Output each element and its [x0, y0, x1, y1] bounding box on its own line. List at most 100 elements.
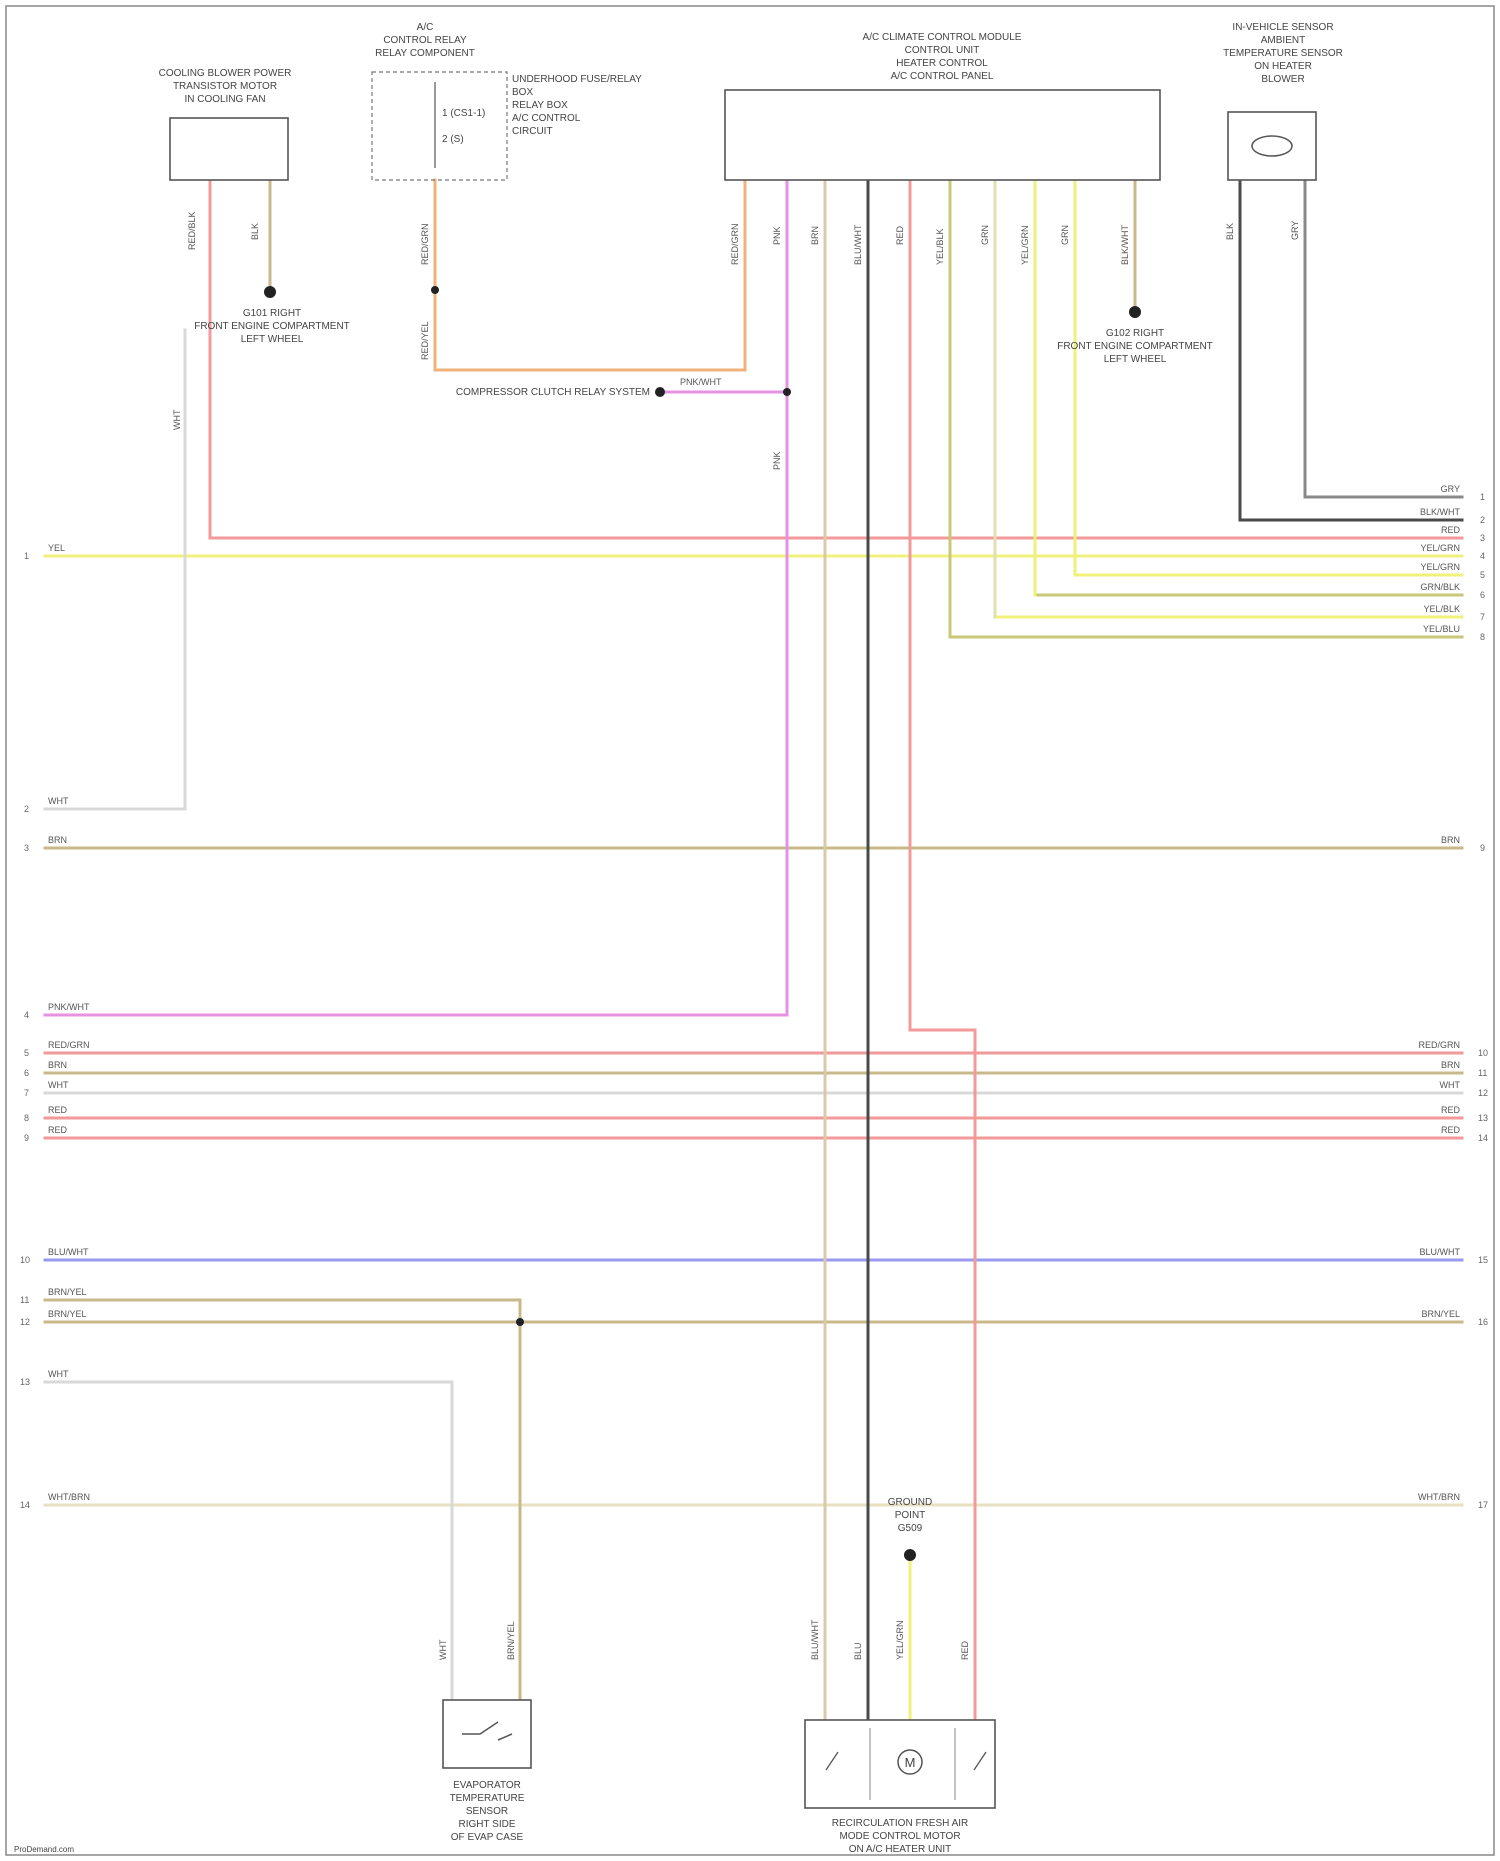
bus-right-label-17: BLU/WHT: [1420, 1247, 1461, 1257]
bus-left-label-4: YEL: [48, 543, 65, 553]
sensor-title-line: OF EVAP CASE: [451, 1832, 524, 1843]
junction-dot: [431, 286, 439, 294]
relay-title-line: RELAY COMPONENT: [375, 48, 475, 59]
bus-left-label-10: BRN: [48, 835, 67, 845]
wire-label: PNK: [772, 451, 782, 470]
wire-label: YEL/GRN: [895, 1620, 905, 1660]
left-pin-5: 5: [24, 1048, 29, 1058]
left-pin-9: 9: [24, 1133, 29, 1143]
splice-wire-tag: PNK/WHT: [680, 377, 722, 387]
right-pin-3: 3: [1480, 533, 1485, 543]
ground-dot: [1129, 306, 1141, 318]
sensor-title-line: EVAPORATOR: [453, 1780, 521, 1791]
right-pin-12: 12: [1478, 1088, 1488, 1098]
bus-lines: [45, 497, 1462, 1505]
junction-dots: [431, 286, 791, 1326]
pin-numbers: 1 2 3 4 5 6 7 8 9 10 11 12 13 14 1 2 3 4…: [20, 492, 1488, 1510]
wire-label: GRN: [1060, 225, 1070, 245]
left-pin-4: 4: [24, 1010, 29, 1020]
bus-left-label-14: WHT: [48, 1080, 69, 1090]
bus-left-label-15: RED: [48, 1105, 68, 1115]
relay-contact-label: 2 (S): [442, 134, 464, 145]
motor-title-line: MODE CONTROL MOTOR: [839, 1831, 960, 1842]
ground-label-line: G102 RIGHT: [1106, 328, 1164, 339]
bus-left-label-9: WHT: [48, 796, 69, 806]
wire-label: RED/YEL: [420, 321, 430, 360]
motor-box: [805, 1720, 995, 1808]
right-pin-5: 5: [1480, 570, 1485, 580]
relay-side-note-line: BOX: [512, 87, 533, 98]
bus-right-label-13: BRN: [1441, 1060, 1460, 1070]
wire-label: WHT: [172, 409, 182, 430]
bus-left-label-16: RED: [48, 1125, 68, 1135]
wire-label: RED/GRN: [420, 223, 430, 265]
wire-label: BLK: [1225, 223, 1235, 240]
relay-title-line: A/C: [417, 22, 434, 33]
vertical-wires: [185, 180, 1425, 1730]
ground-dot: [264, 286, 276, 298]
module-box: [725, 90, 1160, 180]
motor-title-line: RECIRCULATION FRESH AIR: [832, 1818, 969, 1829]
bus-right-label-4: YEL/GRN: [1420, 543, 1460, 553]
wire-label: BRN/YEL: [506, 1621, 516, 1660]
bus-right-label-3: RED: [1441, 525, 1461, 535]
wire-label: RED: [895, 225, 905, 245]
sensor-title-line: BLOWER: [1261, 74, 1304, 85]
right-pin-17: 17: [1478, 1500, 1488, 1510]
ac-control-relay: A/C CONTROL RELAY RELAY COMPONENT 1 (CS1…: [372, 22, 642, 360]
wire-label: GRN: [980, 225, 990, 245]
right-pin-4: 4: [1480, 551, 1485, 561]
left-pin-14: 14: [20, 1500, 30, 1510]
relay-side-note-line: UNDERHOOD FUSE/RELAY: [512, 74, 642, 85]
junction-dot: [655, 387, 665, 397]
right-pin-11: 11: [1478, 1068, 1487, 1078]
left-pin-13: 13: [20, 1377, 30, 1387]
junction-dot: [783, 388, 791, 396]
component-box: [170, 118, 288, 180]
relay-side-note-line: A/C CONTROL: [512, 113, 581, 124]
sensor-box: [443, 1700, 531, 1768]
relay-side-note-line: RELAY BOX: [512, 100, 568, 111]
left-pin-1: 1: [24, 551, 29, 561]
sensor-title-line: IN-VEHICLE SENSOR: [1232, 22, 1333, 33]
wire-label: YEL/BLK: [935, 228, 945, 265]
wire-label: BLU/WHT: [810, 1619, 820, 1660]
module-title-line: CONTROL UNIT: [905, 45, 980, 56]
wire-label: BLU: [853, 1642, 863, 1660]
right-pin-9: 9: [1480, 843, 1485, 853]
left-pin-12: 12: [20, 1317, 30, 1327]
wire-label: RED: [960, 1640, 970, 1660]
ground-label-line: LEFT WHEEL: [241, 334, 304, 345]
right-pin-6: 6: [1480, 590, 1485, 600]
left-pin-6: 6: [24, 1068, 29, 1078]
ground-label-line: G509: [898, 1523, 923, 1534]
ground-right: G102 RIGHT FRONT ENGINE COMPARTMENT LEFT…: [1057, 306, 1213, 365]
bus-right-label-14: WHT: [1440, 1080, 1461, 1090]
right-pin-16: 16: [1478, 1317, 1488, 1327]
bus-left-label-21: WHT/BRN: [48, 1492, 90, 1502]
sensor-title-line: AMBIENT: [1261, 35, 1305, 46]
ground-left: G101 RIGHT FRONT ENGINE COMPARTMENT LEFT…: [194, 286, 350, 345]
diagram-border: [6, 6, 1494, 1855]
bus-right-label-16: RED: [1441, 1125, 1461, 1135]
left-pin-10: 10: [20, 1255, 30, 1265]
left-pin-2: 2: [24, 804, 29, 814]
left-pin-7: 7: [24, 1088, 29, 1098]
bus-right-label-6: GRN/BLK: [1420, 582, 1460, 592]
right-pin-8: 8: [1480, 632, 1485, 642]
wire-label: BLU/WHT: [853, 224, 863, 265]
bus-left-label-18: BRN/YEL: [48, 1287, 87, 1297]
relay-contact-label: 1 (CS1-1): [442, 108, 485, 119]
left-pin-8: 8: [24, 1113, 29, 1123]
ground-label-line: POINT: [895, 1510, 926, 1521]
bus-right-label-5: YEL/GRN: [1420, 562, 1460, 572]
right-pin-1: 1: [1480, 492, 1485, 502]
right-pin-10: 10: [1478, 1048, 1488, 1058]
junction-dot: [516, 1318, 524, 1326]
mode-control-motor: M GROUND POINT G509 BLU/WHT BLU YEL/GRN …: [805, 1497, 995, 1855]
bus-right-label-21: WHT/BRN: [1418, 1492, 1460, 1502]
bus-left-label-17: BLU/WHT: [48, 1247, 89, 1257]
left-pin-3: 3: [24, 843, 29, 853]
motor-icon-glyph: M: [905, 1755, 916, 1770]
relay-side-note-line: CIRCUIT: [512, 126, 553, 137]
